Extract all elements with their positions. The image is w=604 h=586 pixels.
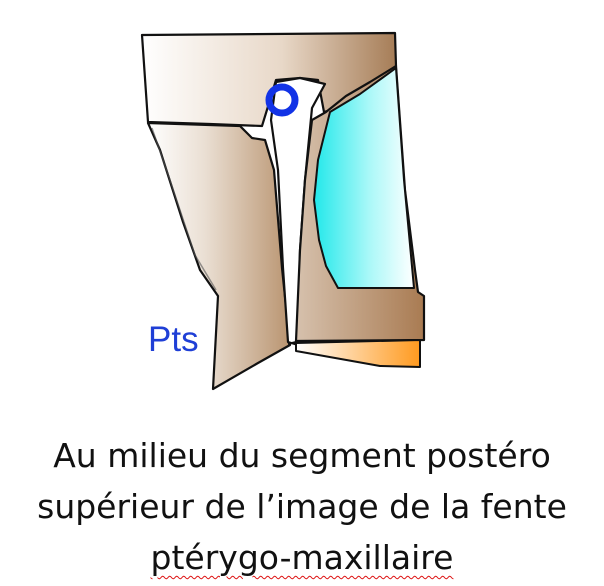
caption-line-3: ptérygo-maxillaire: [150, 538, 454, 577]
caption-line-2: supérieur de l’image de la fente: [37, 487, 567, 526]
pts-label: Pts: [148, 320, 199, 359]
pterygoid-edge-shadow: [151, 127, 217, 291]
caption: Au milieu du segment postéro supérieur d…: [0, 430, 604, 583]
pterygoid-process: [146, 121, 292, 391]
marker-circle-icon: [265, 83, 299, 117]
palatine-strip: [295, 339, 421, 368]
caption-line-1: Au milieu du segment postéro: [53, 436, 551, 475]
maxillary-sinus: [313, 67, 415, 289]
fissure-tip: [287, 340, 301, 345]
